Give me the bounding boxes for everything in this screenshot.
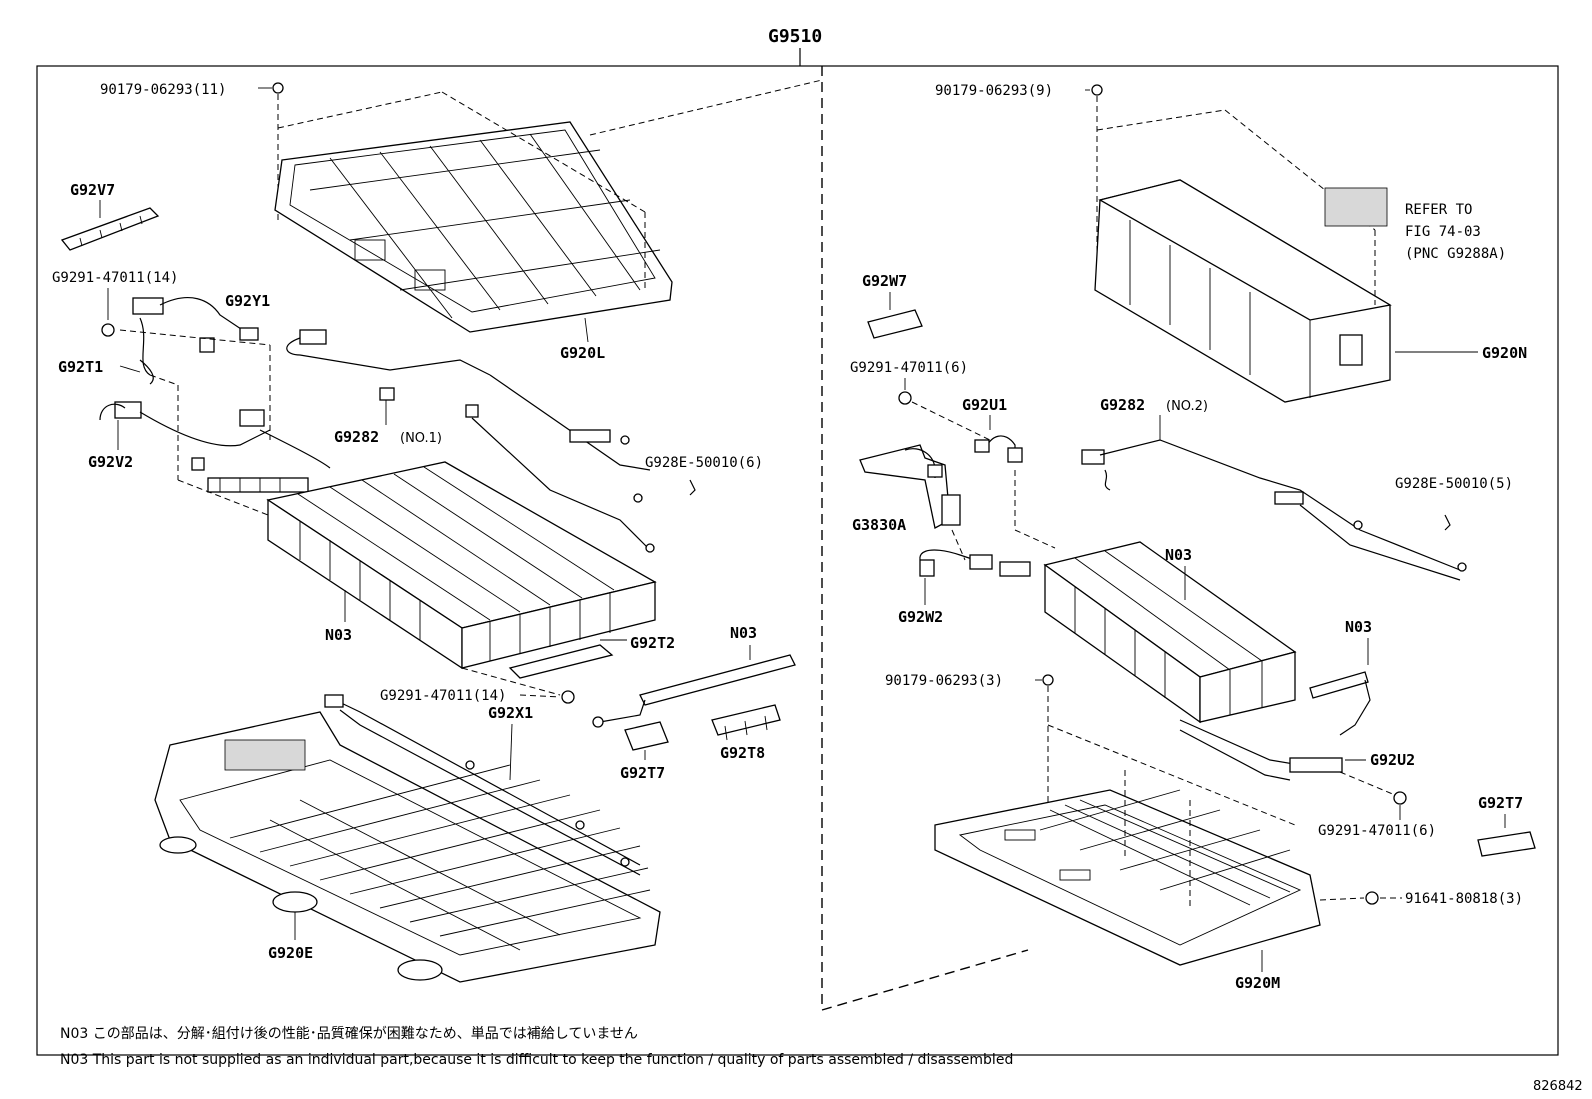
label-g928e: G928E-50010(6) [645,455,763,471]
right-clamp-g928e[interactable]: G928E-50010(5) [1395,476,1513,531]
left-bus-bar-n03[interactable]: N03 [592,624,796,728]
left-upper-cover-g920l[interactable]: G920L [274,79,823,362]
right-bracket-g92w7[interactable]: G92W7 [862,272,923,339]
left-clamp-g928e[interactable]: G928E-50010(6) [645,455,763,496]
label-g92u2: G92U2 [1370,751,1415,769]
label-g92t1: G92T1 [58,358,103,376]
right-lower-tray-g920m[interactable]: G920M [934,770,1321,992]
refer-note: REFER TO FIG 74-03 (PNC G9288A) [1405,202,1506,262]
label-g9291-a: G9291-47011(14) [52,270,178,286]
left-harness-g92x1[interactable]: G92X1 [324,694,641,876]
notes-section: N03 この部品は、分解･組付け後の性能･品質確保が困難なため、単品では補給して… [60,1026,1013,1068]
label-g9282-suffix: (NO.1) [400,431,442,446]
label-g92t7-left: G92T7 [620,764,665,782]
left-cable-g9282[interactable]: G9282 (NO.1) [286,329,655,553]
left-lower-tray-g920e[interactable]: G920E [154,711,661,983]
label-n03-bar: N03 [730,624,757,642]
right-battery-pack-n03[interactable]: N03 [1043,541,1297,724]
label-g92w2: G92W2 [898,608,943,626]
right-bolt[interactable]: 91641-80818(3) [1319,891,1523,907]
right-harness-g92u1[interactable]: G92U1 [962,396,1056,549]
label-g920l: G920L [560,344,605,362]
label-g92y1: G92Y1 [225,292,270,310]
right-harness-g92u2[interactable]: G92U2 [1179,719,1415,796]
left-nut-top[interactable]: 90179-06293(11) [100,82,284,220]
label-g3830a: G3830A [852,516,906,534]
label-bolt: 91641-80818(3) [1405,891,1523,907]
refer-line-3: (PNC G9288A) [1405,246,1506,262]
note-japanese: N03 この部品は、分解･組付け後の性能･品質確保が困難なため、単品では補給して… [60,1026,638,1042]
right-clip-g9291-b[interactable]: G9291-47011(6) [1318,791,1436,839]
right-bus-bar-n03[interactable]: N03 [1309,618,1372,736]
label-g9282-right: G9282 [1100,396,1145,414]
label-g920m: G920M [1235,974,1280,992]
label-g92x1: G92X1 [488,704,533,722]
left-battery-pack-n03[interactable]: N03 [266,461,657,670]
left-bracket-g92t2[interactable]: G92T2 [508,634,675,679]
refer-line-2: FIG 74-03 [1405,224,1481,240]
label-g9291-b-right: G9291-47011(6) [1318,823,1436,839]
left-bracket-g92t7[interactable]: G92T7 [620,721,669,782]
label-g92t2: G92T2 [630,634,675,652]
assembly-frame: G9510 [36,26,1559,1056]
label-n03-pack-right: N03 [1165,546,1192,564]
right-nut-top[interactable]: 90179-06293(9) [935,83,1103,260]
left-bracket-g92t1[interactable]: G92T1 [58,358,269,516]
right-harness-g92w2[interactable]: G92W2 [898,549,1031,626]
label-nut-mid: 90179-06293(3) [885,673,1003,689]
assembly-label[interactable]: G9510 [768,26,822,47]
right-bracket-g3830a[interactable]: G3830A [852,444,966,561]
left-harness-g92v2[interactable]: G92V2 [88,401,331,493]
left-harness-g92y1[interactable]: G92Y1 [119,292,271,440]
figure-number: 826842 [1533,1079,1583,1094]
label-g9291-b: G9291-47011(14) [380,688,506,704]
left-clip-g9291-b[interactable]: G9291-47011(14) [380,667,575,704]
right-clip-g9291-a[interactable]: G9291-47011(6) [850,360,991,441]
right-nut-top-label: 90179-06293(9) [935,83,1053,99]
right-bracket-g92t7[interactable]: G92T7 [1477,794,1536,857]
label-g9291-a-right: G9291-47011(6) [850,360,968,376]
label-g920e: G920E [268,944,313,962]
label-g9282-right-suffix: (NO.2) [1166,399,1208,414]
label-g920n: G920N [1482,344,1527,362]
right-upper-cover-g920n[interactable]: G920N [1094,109,1527,403]
label-g9282: G9282 [334,428,379,446]
label-g92u1: G92U1 [962,396,1007,414]
refer-line-1: REFER TO [1405,202,1472,218]
label-n03-bar-right: N03 [1345,618,1372,636]
left-bracket-g92v7[interactable]: G92V7 [60,181,160,251]
label-g92w7: G92W7 [862,272,907,290]
label-g928e-right: G928E-50010(5) [1395,476,1513,492]
left-clip-g9291-a[interactable]: G9291-47011(14) [52,270,178,337]
label-n03-pack: N03 [325,626,352,644]
label-g92v2: G92V2 [88,453,133,471]
left-nut-top-label: 90179-06293(11) [100,82,226,98]
right-cable-g9282[interactable]: G9282 (NO.2) [1081,396,1467,581]
label-g92t8: G92T8 [720,744,765,762]
label-g92v7: G92V7 [70,181,115,199]
note-english: N03 This part is not supplied as an indi… [60,1052,1013,1068]
label-g92t7-right: G92T7 [1478,794,1523,812]
left-bracket-g92t8[interactable]: G92T8 [711,704,781,762]
